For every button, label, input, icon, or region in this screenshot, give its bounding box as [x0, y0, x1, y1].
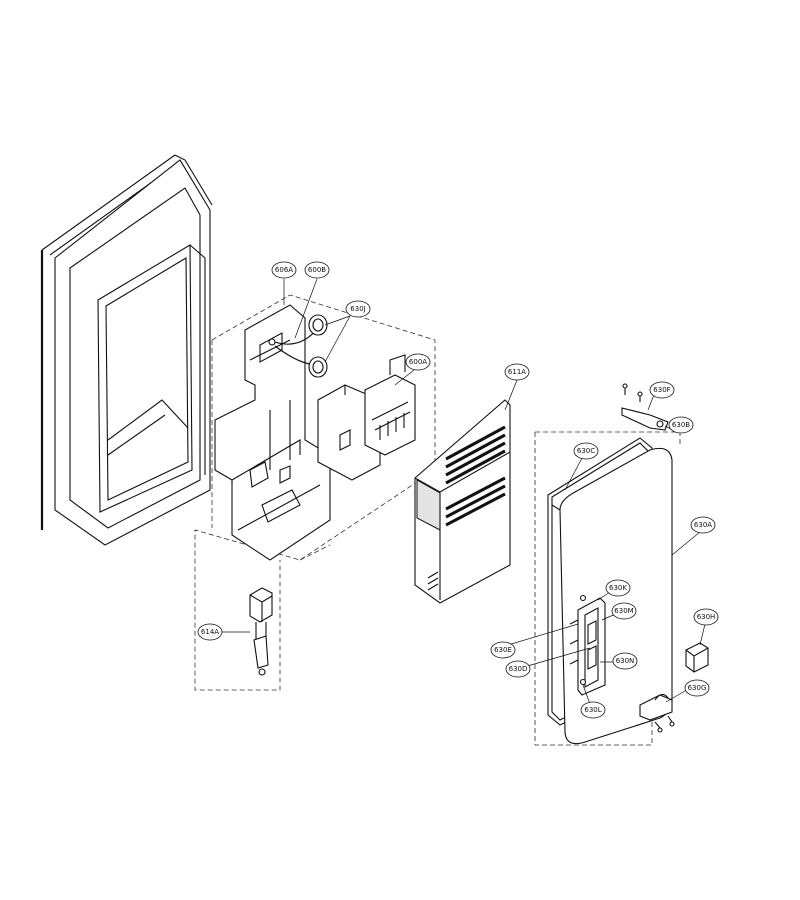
svg-text:630F: 630F [653, 386, 670, 394]
svg-text:630K: 630K [609, 584, 627, 592]
svg-text:630J: 630J [350, 305, 365, 313]
svg-text:630M: 630M [614, 607, 633, 615]
callout-630B: 630B [668, 416, 694, 434]
cap-630H [685, 642, 709, 673]
svg-text:630D: 630D [509, 665, 528, 673]
callout-630F: 630F [649, 381, 675, 399]
dispenser-housing-606A [214, 304, 331, 561]
callout-614A: 614A [197, 623, 223, 641]
svg-text:606A: 606A [275, 266, 293, 274]
callout-630D: 630D [505, 660, 531, 678]
door-liner [40, 154, 213, 546]
svg-text:630E: 630E [494, 646, 512, 654]
dispenser-panel-611A [414, 399, 511, 604]
svg-text:630A: 630A [694, 521, 712, 529]
svg-text:630B: 630B [672, 421, 690, 429]
callout-630L: 630L [580, 701, 606, 719]
callout-630J: 630J [345, 300, 371, 318]
hinge-bracket-630F [621, 383, 669, 431]
svg-text:630H: 630H [697, 613, 716, 621]
callout-630E: 630E [490, 641, 516, 659]
dispenser-module-600A [317, 354, 416, 481]
motor-part-614A [249, 587, 273, 676]
callout-630K: 630K [605, 579, 631, 597]
knob-pair-630J [308, 314, 328, 378]
callout-600B: 600B [304, 261, 330, 279]
svg-text:630L: 630L [584, 706, 601, 714]
svg-text:630C: 630C [577, 447, 595, 455]
dispenser-assembly-boundary [194, 294, 436, 691]
callout-611A: 611A [504, 363, 530, 381]
callout-600A: 600A [405, 353, 431, 371]
svg-text:630N: 630N [616, 657, 635, 665]
svg-text:614A: 614A [201, 628, 219, 636]
callout-630C: 630C [573, 442, 599, 460]
callout-630H: 630H [693, 608, 719, 626]
handle-bracket-assembly [569, 594, 606, 696]
svg-text:630G: 630G [688, 684, 707, 692]
callout-630G: 630G [684, 679, 710, 697]
callout-630A: 630A [690, 516, 716, 534]
svg-text:611A: 611A [508, 368, 526, 376]
callout-630M: 630M [611, 602, 637, 620]
hinge-bracket-630G [639, 693, 675, 733]
callout-606A: 606A [271, 261, 297, 279]
svg-text:600A: 600A [409, 358, 427, 366]
svg-text:600B: 600B [308, 266, 326, 274]
callout-630N: 630N [612, 652, 638, 670]
